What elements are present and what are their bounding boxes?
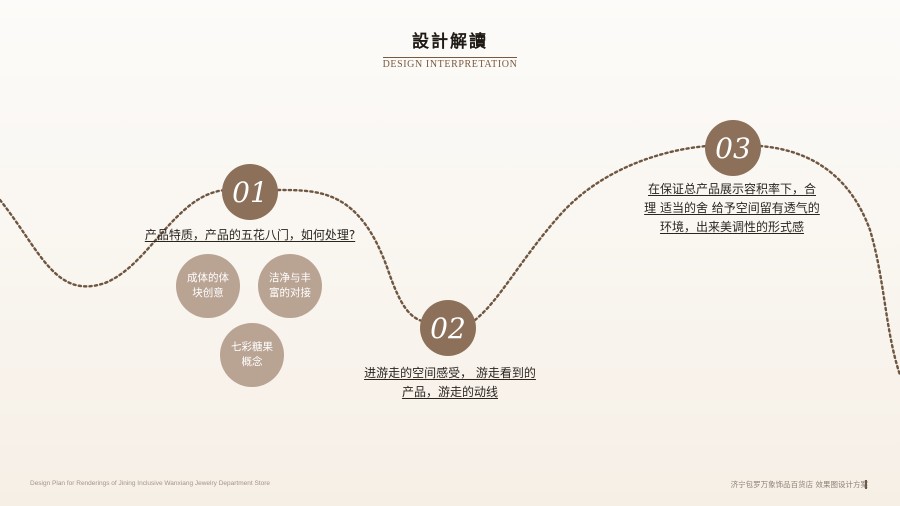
step-3-caption-line-1: 在保证总产品展示容积率下，合 [647, 182, 816, 196]
bubble-clean-rich: 洁净与丰 富的对接 [258, 254, 322, 318]
step-2-caption-line-1: 进游走的空间感受， 游走看到的 [364, 366, 536, 380]
step-1-caption: 产品特质，产品的五花八门，如何处理? [130, 226, 370, 245]
page-subtitle: DESIGN INTERPRETATION [382, 57, 518, 70]
footer-project-name-cn: 济宁包罗万象饰品百货店 效果图设计方案 [730, 480, 868, 489]
step-3-caption-line-2: 理 适当的舍 给予空间留有透气的 [644, 201, 820, 215]
step-3-caption: 在保证总产品展示容积率下，合 理 适当的舍 给予空间留有透气的 环境，出来美调性… [622, 180, 842, 237]
step-1-caption-text: 产品特质，产品的五花八门，如何处理? [144, 228, 356, 242]
bubble-2-text: 洁净与丰 富的对接 [269, 272, 311, 299]
footer-divider-bar [865, 480, 867, 489]
page-header: 設計解讀 DESIGN INTERPRETATION [0, 32, 900, 71]
footer-project-name-en: Design Plan for Renderings of Jining Inc… [30, 480, 271, 487]
bubble-3-text: 七彩糖果 概念 [231, 341, 273, 368]
bubble-1-text: 成体的体 块创意 [187, 272, 229, 299]
bubble-candy-concept: 七彩糖果 概念 [220, 323, 284, 387]
page-title: 設計解讀 [412, 32, 488, 52]
step-1-number: 01 [222, 164, 278, 220]
step-3-caption-line-3: 环境，出来美调性的形式感 [659, 220, 804, 234]
step-2-caption-line-2: 产品，游走的动线 [401, 385, 498, 399]
step-2-caption: 进游走的空间感受， 游走看到的 产品，游走的动线 [340, 364, 560, 402]
step-2-number: 02 [420, 300, 476, 356]
bubble-block-creativity: 成体的体 块创意 [176, 254, 240, 318]
step-3-number: 03 [705, 120, 761, 176]
